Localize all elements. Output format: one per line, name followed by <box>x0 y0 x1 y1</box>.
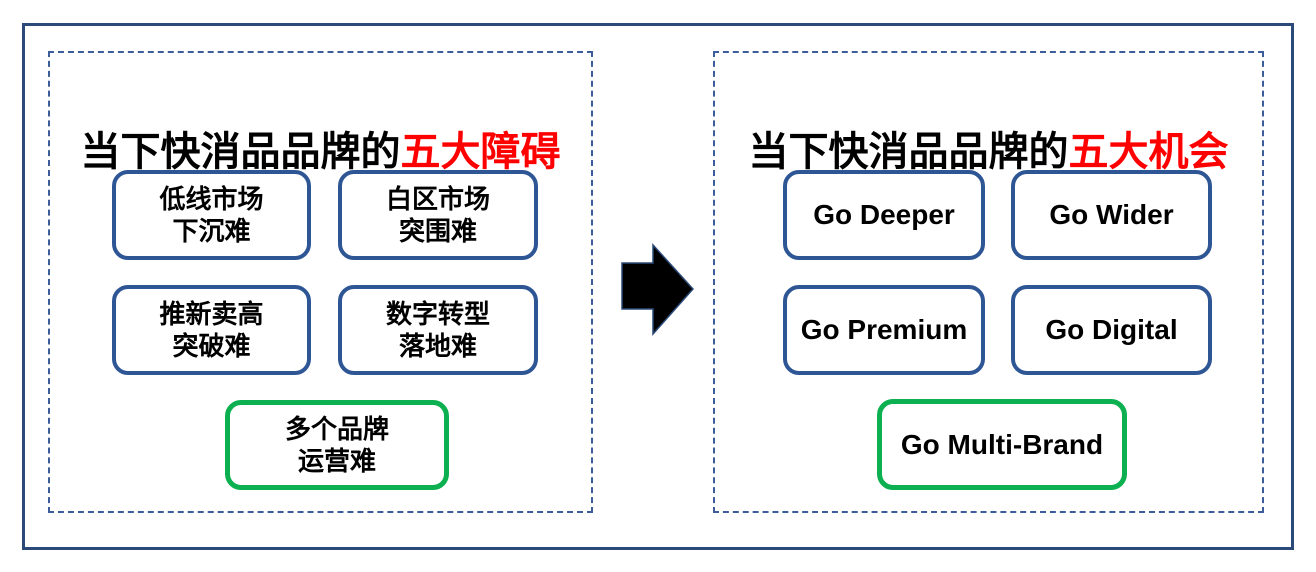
obstacle-box-low-tier-market: 低线市场 下沉难 <box>112 170 311 260</box>
obstacle-box-line1: 多个品牌 <box>284 414 389 444</box>
obstacle-box-line1: 白区市场 <box>385 184 490 214</box>
opportunities-panel: 当下快消品品牌的五大机会 Go Deeper Go Wider Go Premi… <box>713 51 1264 513</box>
obstacles-panel: 当下快消品品牌的五大障碍 低线市场 下沉难 白区市场 突围难 推新卖高 突破难 … <box>48 51 593 513</box>
obstacle-box-new-premium-products: 推新卖高 突破难 <box>112 285 311 375</box>
opportunity-box-go-premium: Go Premium <box>783 285 985 375</box>
opportunity-box-go-digital: Go Digital <box>1011 285 1212 375</box>
obstacle-box-line2: 落地难 <box>398 331 477 361</box>
obstacle-box-line1: 低线市场 <box>159 184 264 214</box>
obstacle-box-line2: 突围难 <box>398 216 477 246</box>
obstacle-box-line1: 推新卖高 <box>159 299 264 329</box>
obstacle-box-line2: 突破难 <box>172 331 251 361</box>
opportunity-box-label: Go Digital <box>1045 314 1178 345</box>
opportunity-box-label: Go Wider <box>1049 199 1174 230</box>
obstacles-title-highlight: 五大障碍 <box>400 130 561 175</box>
opportunity-box-go-multi-brand: Go Multi-Brand <box>877 399 1127 490</box>
obstacles-title-prefix: 当下快消品品牌的 <box>80 130 401 175</box>
opportunity-box-label: Go Multi-Brand <box>900 428 1104 460</box>
obstacle-box-digital-transformation: 数字转型 落地难 <box>338 285 538 375</box>
obstacle-box-multi-brand-operation: 多个品牌 运营难 <box>225 400 449 490</box>
obstacle-box-white-space-market: 白区市场 突围难 <box>338 170 538 260</box>
opportunities-title: 当下快消品品牌的五大机会 <box>715 128 1262 176</box>
obstacle-box-line1: 数字转型 <box>385 299 490 329</box>
opportunity-box-go-deeper: Go Deeper <box>783 170 985 260</box>
opportunity-box-label: Go Premium <box>800 314 968 345</box>
obstacles-title: 当下快消品品牌的五大障碍 <box>50 128 591 176</box>
opportunities-title-highlight: 五大机会 <box>1068 130 1229 175</box>
obstacle-box-line2: 运营难 <box>297 446 376 476</box>
right-arrow-icon <box>621 243 695 336</box>
transition-arrow <box>620 243 695 336</box>
opportunities-title-prefix: 当下快消品品牌的 <box>748 130 1069 175</box>
obstacle-box-line2: 下沉难 <box>172 216 251 246</box>
opportunity-box-go-wider: Go Wider <box>1011 170 1212 260</box>
outer-frame <box>22 23 1294 550</box>
opportunity-box-label: Go Deeper <box>813 199 955 230</box>
